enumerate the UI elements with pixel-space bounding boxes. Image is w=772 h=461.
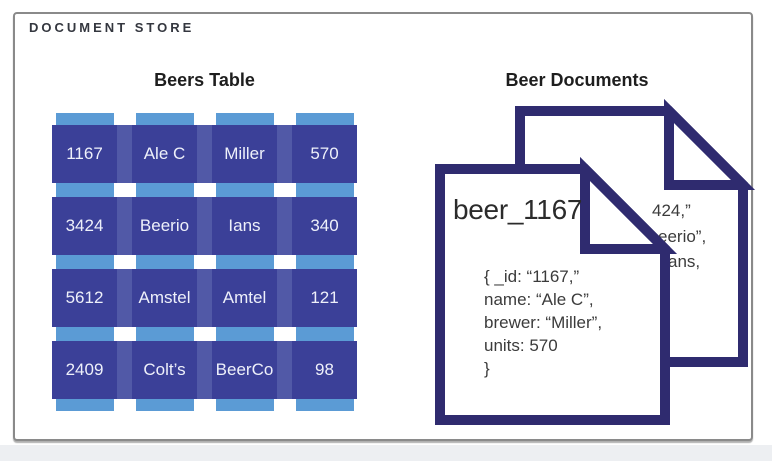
table-cell: Colt’s — [132, 341, 197, 399]
doc-body-line: name: “Ale C”, — [484, 290, 594, 309]
table-cell: 3424 — [52, 197, 117, 255]
doc-body-line: brewer: “Miller”, — [484, 313, 603, 332]
table-cell: 5612 — [52, 269, 117, 327]
beer-documents-figure: 424,” eerio”, ans, beer_1167 { _id: “116… — [432, 97, 757, 432]
back-doc-fragment: eerio”, — [658, 227, 707, 246]
beer-documents-heading: Beer Documents — [505, 70, 649, 90]
page-below-strip — [0, 445, 772, 461]
section-title: DOCUMENT STORE — [29, 20, 195, 35]
table-cell: Beerio — [132, 197, 197, 255]
front-document-folded-corner-icon — [580, 156, 678, 254]
back-doc-fragment: ans, — [668, 252, 701, 271]
beers-table-heading: Beers Table — [154, 70, 255, 90]
table-cell: 2409 — [52, 341, 117, 399]
doc-body-line: } — [484, 359, 490, 378]
table-cell: Miller — [212, 125, 277, 183]
back-document-folded-corner-icon — [664, 98, 756, 190]
back-doc-fragment: 424,” — [652, 201, 691, 220]
table-cell: 570 — [292, 125, 357, 183]
table-cell: 340 — [292, 197, 357, 255]
doc-body-line: units: 570 — [484, 336, 558, 355]
table-cell: 98 — [292, 341, 357, 399]
table-cell: Amstel — [132, 269, 197, 327]
table-cell: 1167 — [52, 125, 117, 183]
beers-table: 1167 Ale C Miller 570 3424 Beerio Ians 3… — [52, 113, 357, 411]
content-frame: DOCUMENT STORE Beers Table Beer Document… — [13, 12, 756, 441]
document-body: { _id: “1167,” name: “Ale C”, brewer: “M… — [484, 265, 602, 380]
table-cell: 121 — [292, 269, 357, 327]
table-cell: Amtel — [212, 269, 277, 327]
table-cell: BeerCo — [212, 341, 277, 399]
table-cell: Ians — [212, 197, 277, 255]
table-cell: Ale C — [132, 125, 197, 183]
document-title: beer_1167 — [453, 194, 583, 225]
front-document — [435, 156, 678, 425]
doc-body-line: { _id: “1167,” — [484, 267, 580, 286]
